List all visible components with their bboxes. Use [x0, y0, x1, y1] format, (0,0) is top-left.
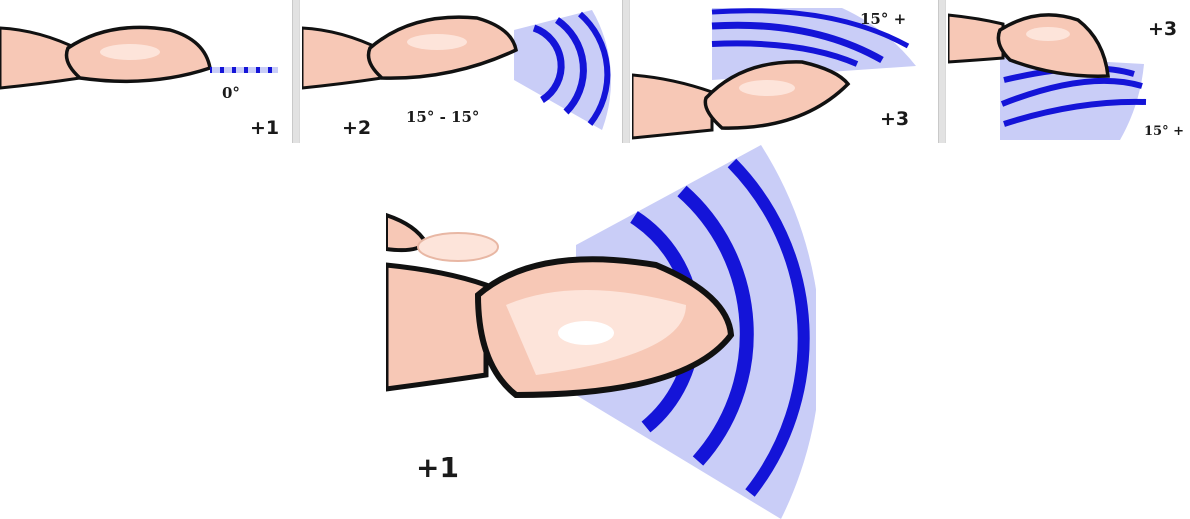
- panel-3-angle: 15° +: [860, 10, 906, 28]
- main-illustration-panel: +1: [386, 145, 816, 519]
- panel-separator: [622, 0, 630, 143]
- panel-2-angle: 15° - 15°: [406, 108, 479, 126]
- panel-1-angle: 0°: [222, 84, 240, 102]
- panel-1-level: +1: [250, 117, 279, 139]
- panel-3: 15° + +3: [632, 0, 936, 143]
- panel-2-level: +2: [342, 117, 371, 139]
- finger-shape: [386, 265, 486, 389]
- panel-4: +3 15° +: [948, 0, 1190, 143]
- panel-2: 15° - 15° +2: [302, 0, 620, 143]
- fingertip-highlight: [100, 44, 160, 60]
- finger-shape: [632, 75, 712, 138]
- panel-separator: [292, 0, 300, 143]
- wave-beam: [210, 67, 278, 73]
- panel-separator: [938, 0, 946, 143]
- panel-4-angle: 15° +: [1144, 124, 1184, 139]
- main-level: +1: [416, 451, 459, 484]
- small-fingertip-shape: [418, 233, 498, 261]
- panel-1: 0° +1: [0, 0, 290, 143]
- panel-4-level: +3: [1148, 18, 1177, 40]
- panel-3-level: +3: [880, 108, 909, 130]
- finger-shape: [948, 15, 1003, 62]
- panel-1-illustration: [0, 0, 290, 143]
- fingertip-shine: [558, 321, 614, 345]
